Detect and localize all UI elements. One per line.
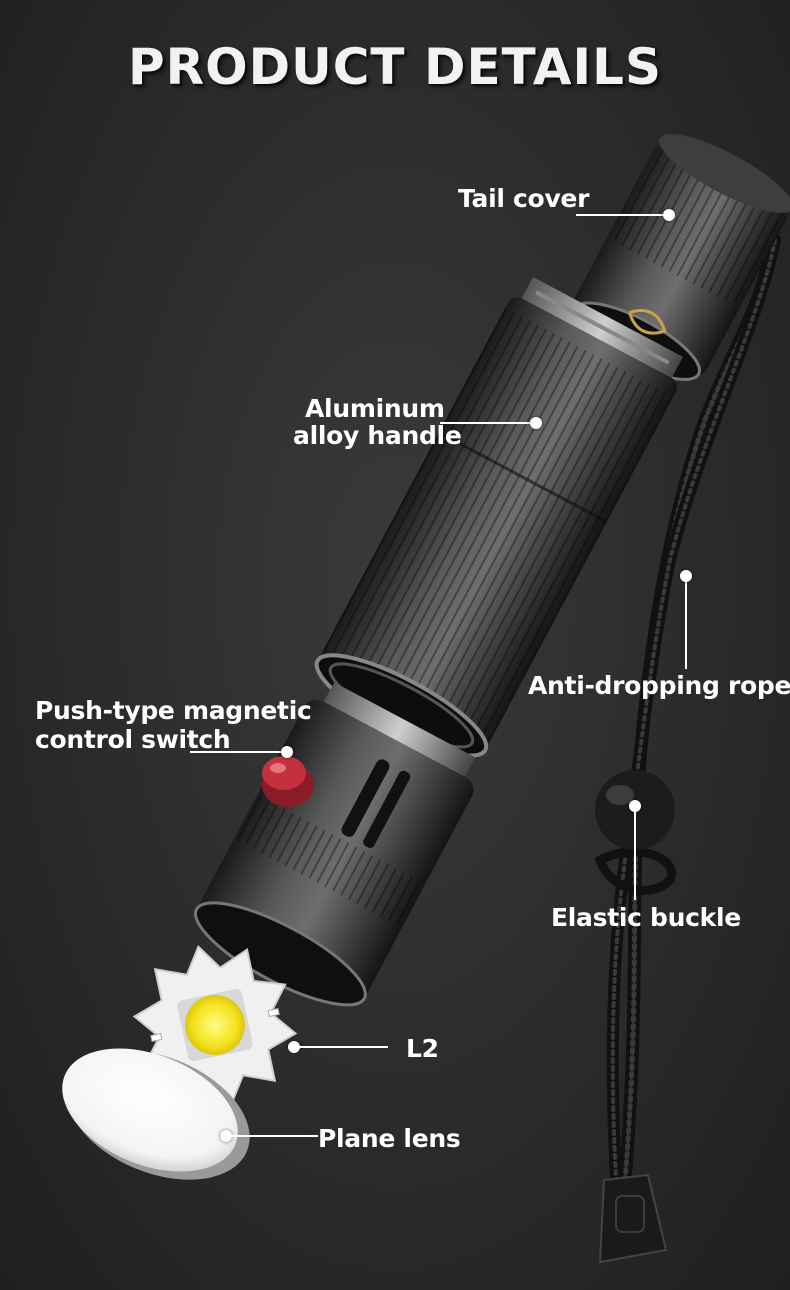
- head-shape: [194, 682, 476, 1007]
- callout-lens-line: [228, 1135, 318, 1137]
- callout-aluminum-label-line2: alloy handle: [293, 421, 462, 450]
- callout-lens-label: Plane lens: [318, 1124, 461, 1153]
- callout-rope-dot: [680, 570, 692, 582]
- page-title: PRODUCT DETAILS: [127, 38, 663, 96]
- callout-rope-line: [685, 577, 687, 669]
- callout-l2-dot: [288, 1041, 300, 1053]
- callout-l2-line: [296, 1046, 388, 1048]
- callout-buckle-label: Elastic buckle: [551, 903, 741, 932]
- callout-lens-dot: [220, 1130, 232, 1142]
- aluminum-handle-shape: [314, 277, 684, 758]
- callout-rope-label: Anti-dropping rope: [528, 671, 790, 700]
- callout-buckle-line: [634, 808, 636, 900]
- plane-lens-shape: [62, 1048, 250, 1180]
- callout-buckle-dot: [629, 800, 641, 812]
- lanyard-rope: [594, 208, 781, 1187]
- rope-end-clip: [598, 1173, 668, 1264]
- callout-tail-cover-dot: [663, 209, 675, 221]
- callout-tail-cover-label: Tail cover: [458, 184, 590, 213]
- callout-switch-line: [190, 751, 285, 753]
- led-board-shape: [132, 945, 298, 1105]
- callout-aluminum-label-line1: Aluminum: [305, 394, 445, 423]
- callout-switch-label-line2: control switch: [35, 725, 231, 754]
- callout-l2-label: L2: [406, 1034, 439, 1063]
- callout-switch-dot: [281, 746, 293, 758]
- callout-aluminum-dot: [530, 417, 542, 429]
- callout-aluminum-line: [440, 422, 534, 424]
- switch-button-shape: [262, 756, 314, 807]
- callout-switch-label-line1: Push-type magnetic: [35, 696, 312, 725]
- callout-tail-cover-line: [576, 214, 668, 216]
